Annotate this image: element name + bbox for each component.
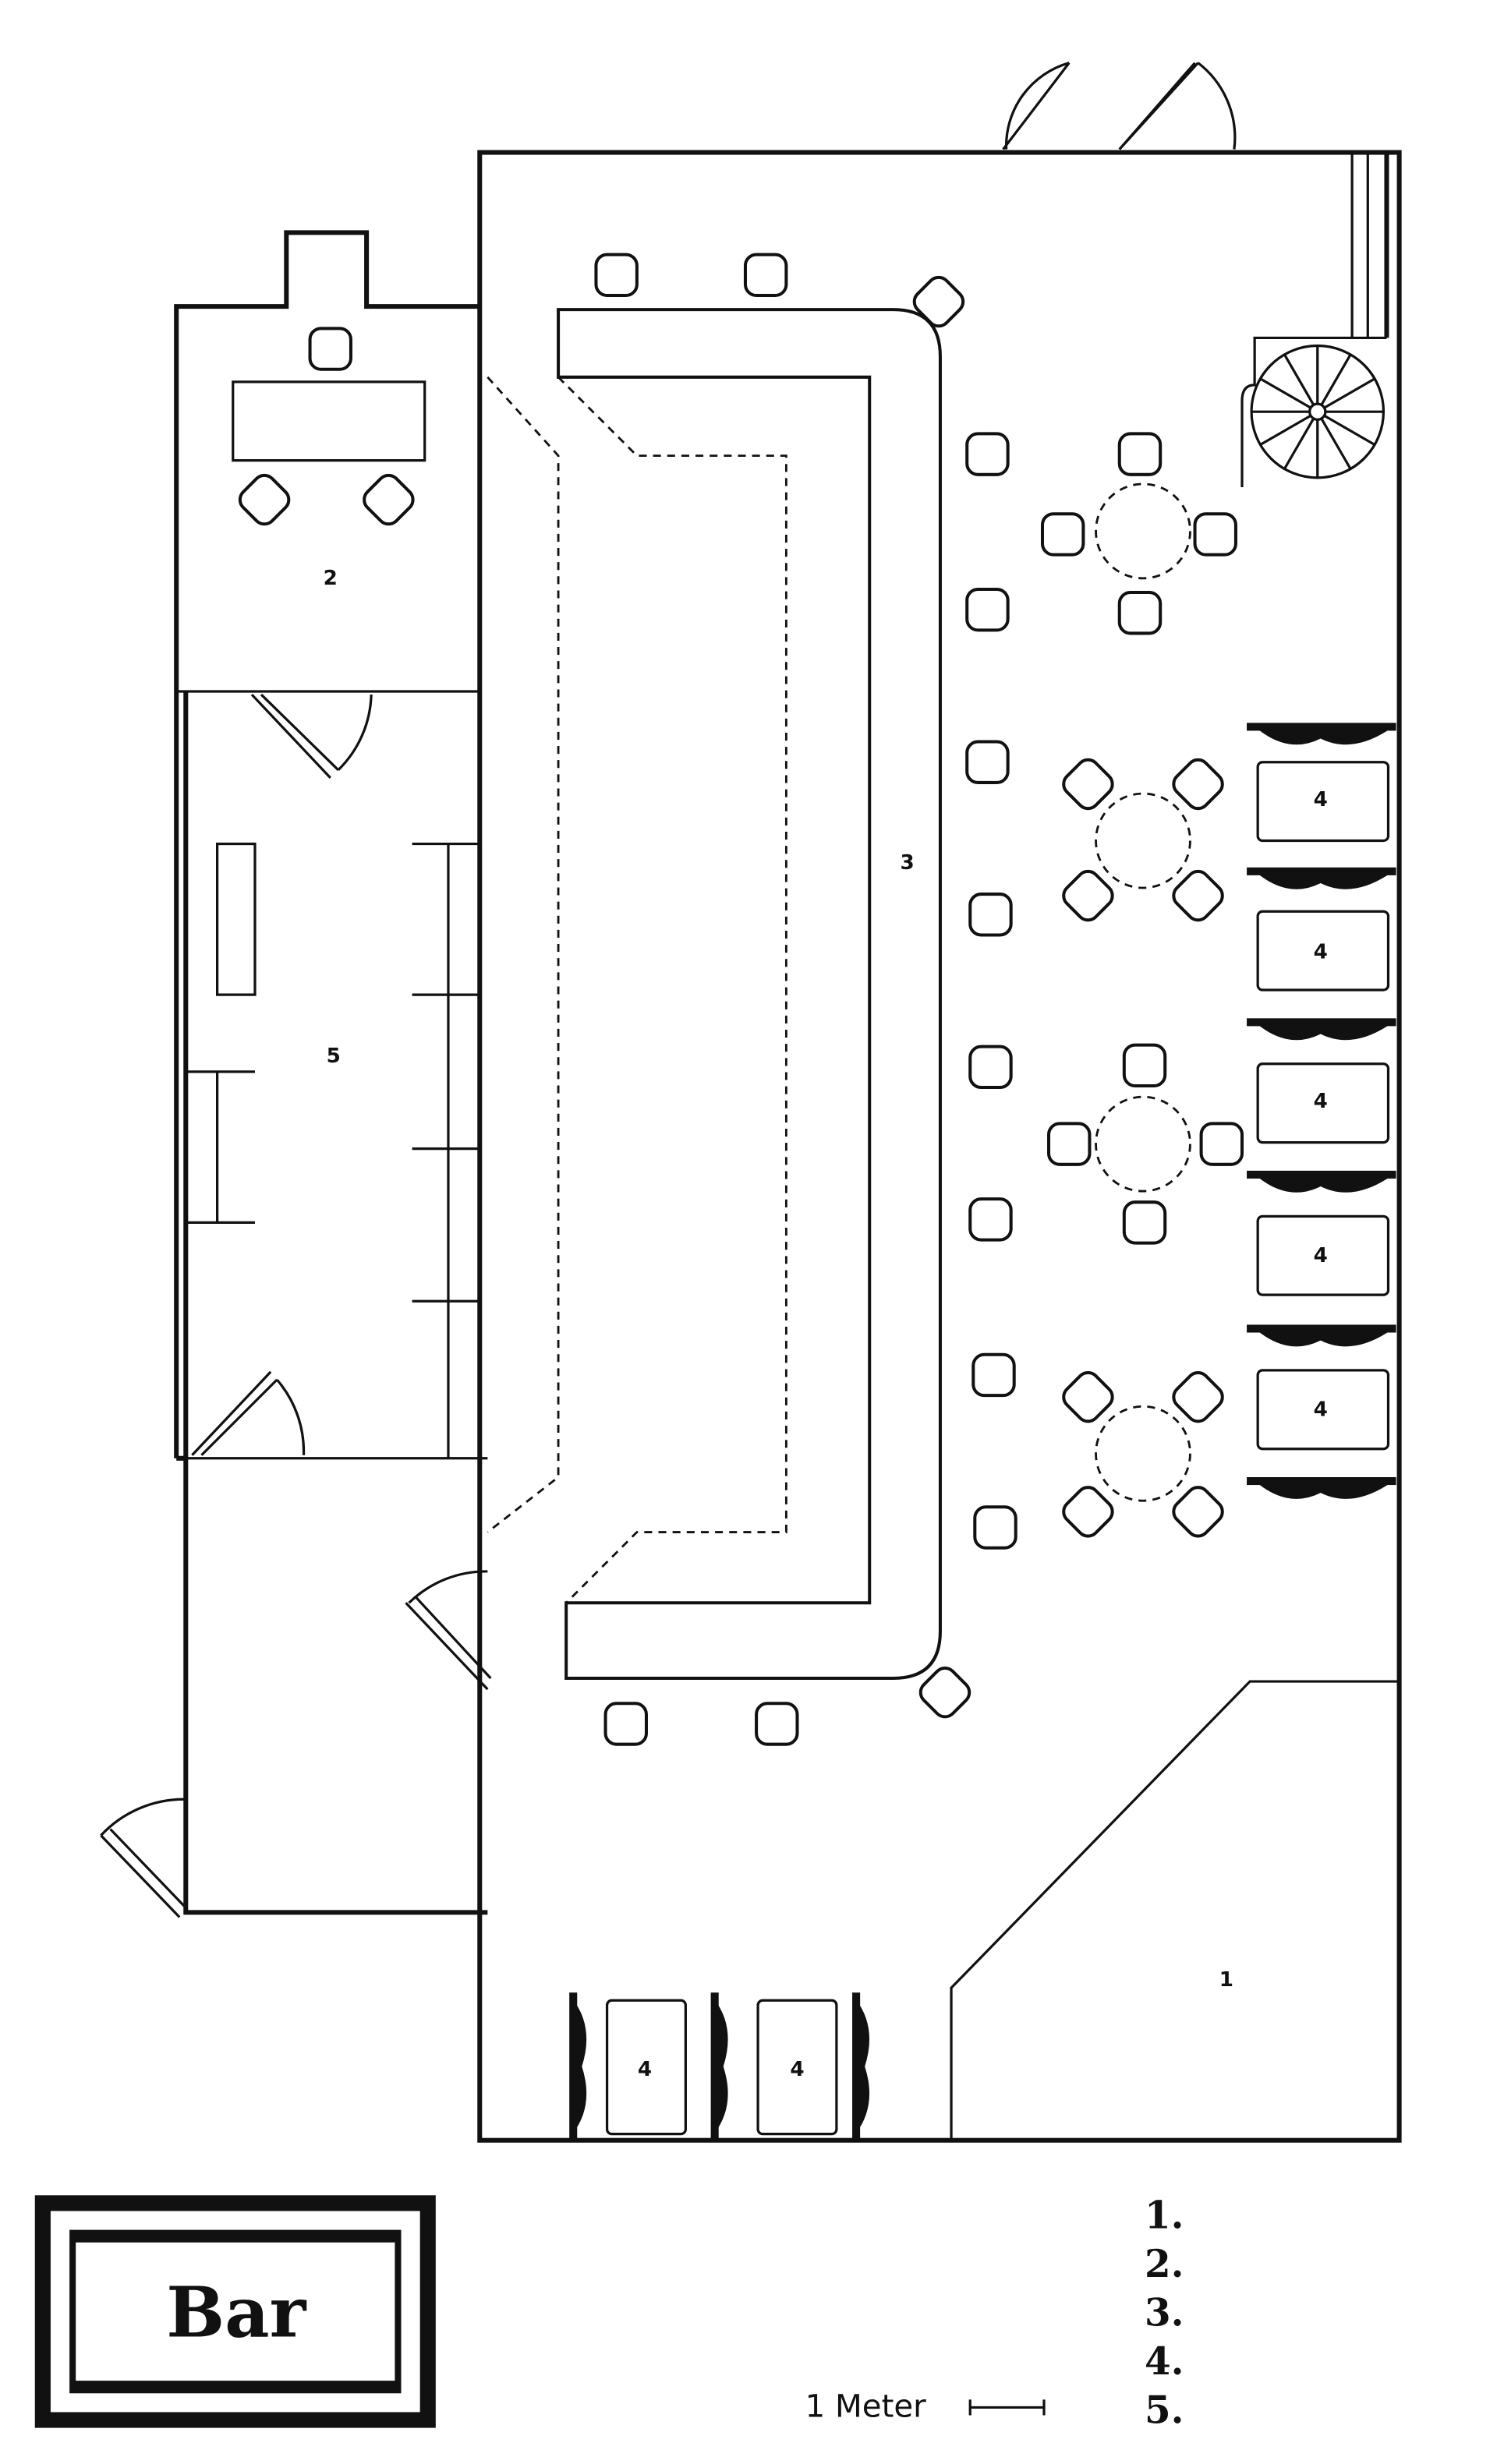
title: Bar: [166, 2272, 306, 2353]
stair-step: [1320, 354, 1352, 406]
stool-icon: [1062, 1370, 1114, 1423]
room-5-wall: [183, 691, 488, 1915]
room-2-wall: [174, 230, 480, 1461]
booth-label: 4: [1314, 788, 1328, 811]
legend-item: 4.: [1145, 2340, 1184, 2384]
legend-item: 2.: [1145, 2243, 1184, 2286]
bench: [1247, 867, 1396, 875]
booth-table: [1256, 910, 1390, 992]
stool-icon: [1172, 869, 1224, 922]
scale-label: 1 Meter: [805, 2388, 927, 2425]
legend: 1. 2. 3. 4. 5.: [1145, 2194, 1184, 2433]
stool-icon: [965, 432, 1010, 476]
desk: [232, 380, 426, 462]
stool-icon: [238, 473, 291, 526]
round-table: [1095, 483, 1191, 580]
booth-table: [605, 1999, 687, 2136]
stool-icon: [971, 1352, 1016, 1398]
booth-table: [1256, 1062, 1390, 1144]
stair-step: [1323, 377, 1375, 409]
stool-icon: [1062, 1486, 1114, 1538]
stool-icon: [1172, 758, 1224, 811]
legend-item: 3.: [1145, 2292, 1184, 2335]
room-2-label: 2: [324, 567, 338, 590]
stool-icon: [1199, 1122, 1244, 1166]
stool-icon: [968, 1197, 1013, 1242]
bar-counter: [557, 308, 942, 1681]
stool-icon: [363, 473, 415, 526]
booth-label: 4: [790, 2058, 804, 2081]
stair-step: [1259, 377, 1311, 409]
stool-icon: [973, 1505, 1017, 1550]
bench: [1247, 723, 1396, 731]
stool-icon: [1117, 432, 1163, 476]
stool-icon: [1122, 1043, 1167, 1088]
booth-label: 4: [1314, 1398, 1328, 1421]
stool-icon: [965, 587, 1010, 632]
stair-step: [1283, 354, 1315, 406]
stool-icon: [1117, 590, 1163, 635]
stool-icon: [308, 327, 352, 371]
stool-icon: [603, 1702, 648, 1746]
spiral-stairs-icon: [1240, 336, 1387, 487]
round-table: [1095, 1095, 1191, 1193]
stool-icon: [1193, 512, 1237, 557]
door-icon[interactable]: [250, 693, 373, 779]
title-box: Bar: [34, 2195, 436, 2428]
stair-step: [1323, 414, 1375, 446]
area-1-label: 1: [1219, 1968, 1233, 1992]
stool-icon: [1047, 1122, 1092, 1166]
bench: [1247, 1324, 1396, 1333]
door-icon[interactable]: [191, 1370, 306, 1456]
area-1-boundary: [950, 1680, 1400, 2141]
back-bar: [487, 376, 787, 1604]
stool-icon: [1122, 1200, 1167, 1245]
scale-bar: [968, 2399, 1046, 2416]
booth-table: [1256, 761, 1390, 843]
legend-item: 1.: [1145, 2194, 1184, 2238]
booth-label: 4: [1314, 1244, 1328, 1267]
entrance-door-icon[interactable]: [1002, 62, 1237, 150]
booth-label: 4: [1314, 1090, 1328, 1113]
booth-table: [756, 1999, 838, 2136]
room-5-label: 5: [327, 1045, 341, 1068]
stool-icon: [743, 253, 788, 298]
stool-icon: [1062, 758, 1114, 811]
stair-step: [1320, 418, 1352, 470]
booth-table: [1256, 1214, 1390, 1296]
stool-icon: [1172, 1486, 1224, 1538]
round-table: [1095, 792, 1191, 889]
stool-icon: [968, 1045, 1013, 1090]
stool-icon: [755, 1702, 799, 1746]
bench: [1247, 1170, 1396, 1179]
stair-step: [1259, 414, 1311, 446]
stool-icon: [1040, 512, 1085, 557]
stool-icon: [965, 740, 1010, 784]
stool-icon: [594, 253, 639, 298]
stair-step: [1283, 418, 1315, 470]
stool-icon: [968, 893, 1013, 937]
stool-icon: [918, 1666, 971, 1719]
door-icon[interactable]: [405, 1570, 492, 1691]
round-table: [1095, 1405, 1191, 1502]
walls: [174, 150, 1402, 2143]
booth-label: 4: [1314, 941, 1328, 964]
bench: [1247, 1018, 1396, 1027]
stool-icon: [1172, 1370, 1224, 1423]
booth-label: 4: [638, 2058, 652, 2081]
bench: [1247, 1476, 1396, 1486]
bar-3-label: 3: [900, 851, 914, 875]
doors[interactable]: [100, 62, 1237, 1918]
stool-icon: [1062, 869, 1114, 922]
stool-icon: [912, 275, 965, 328]
legend-item: 5.: [1145, 2389, 1184, 2433]
door-icon[interactable]: [100, 1798, 187, 1918]
booth-table: [1256, 1369, 1390, 1451]
